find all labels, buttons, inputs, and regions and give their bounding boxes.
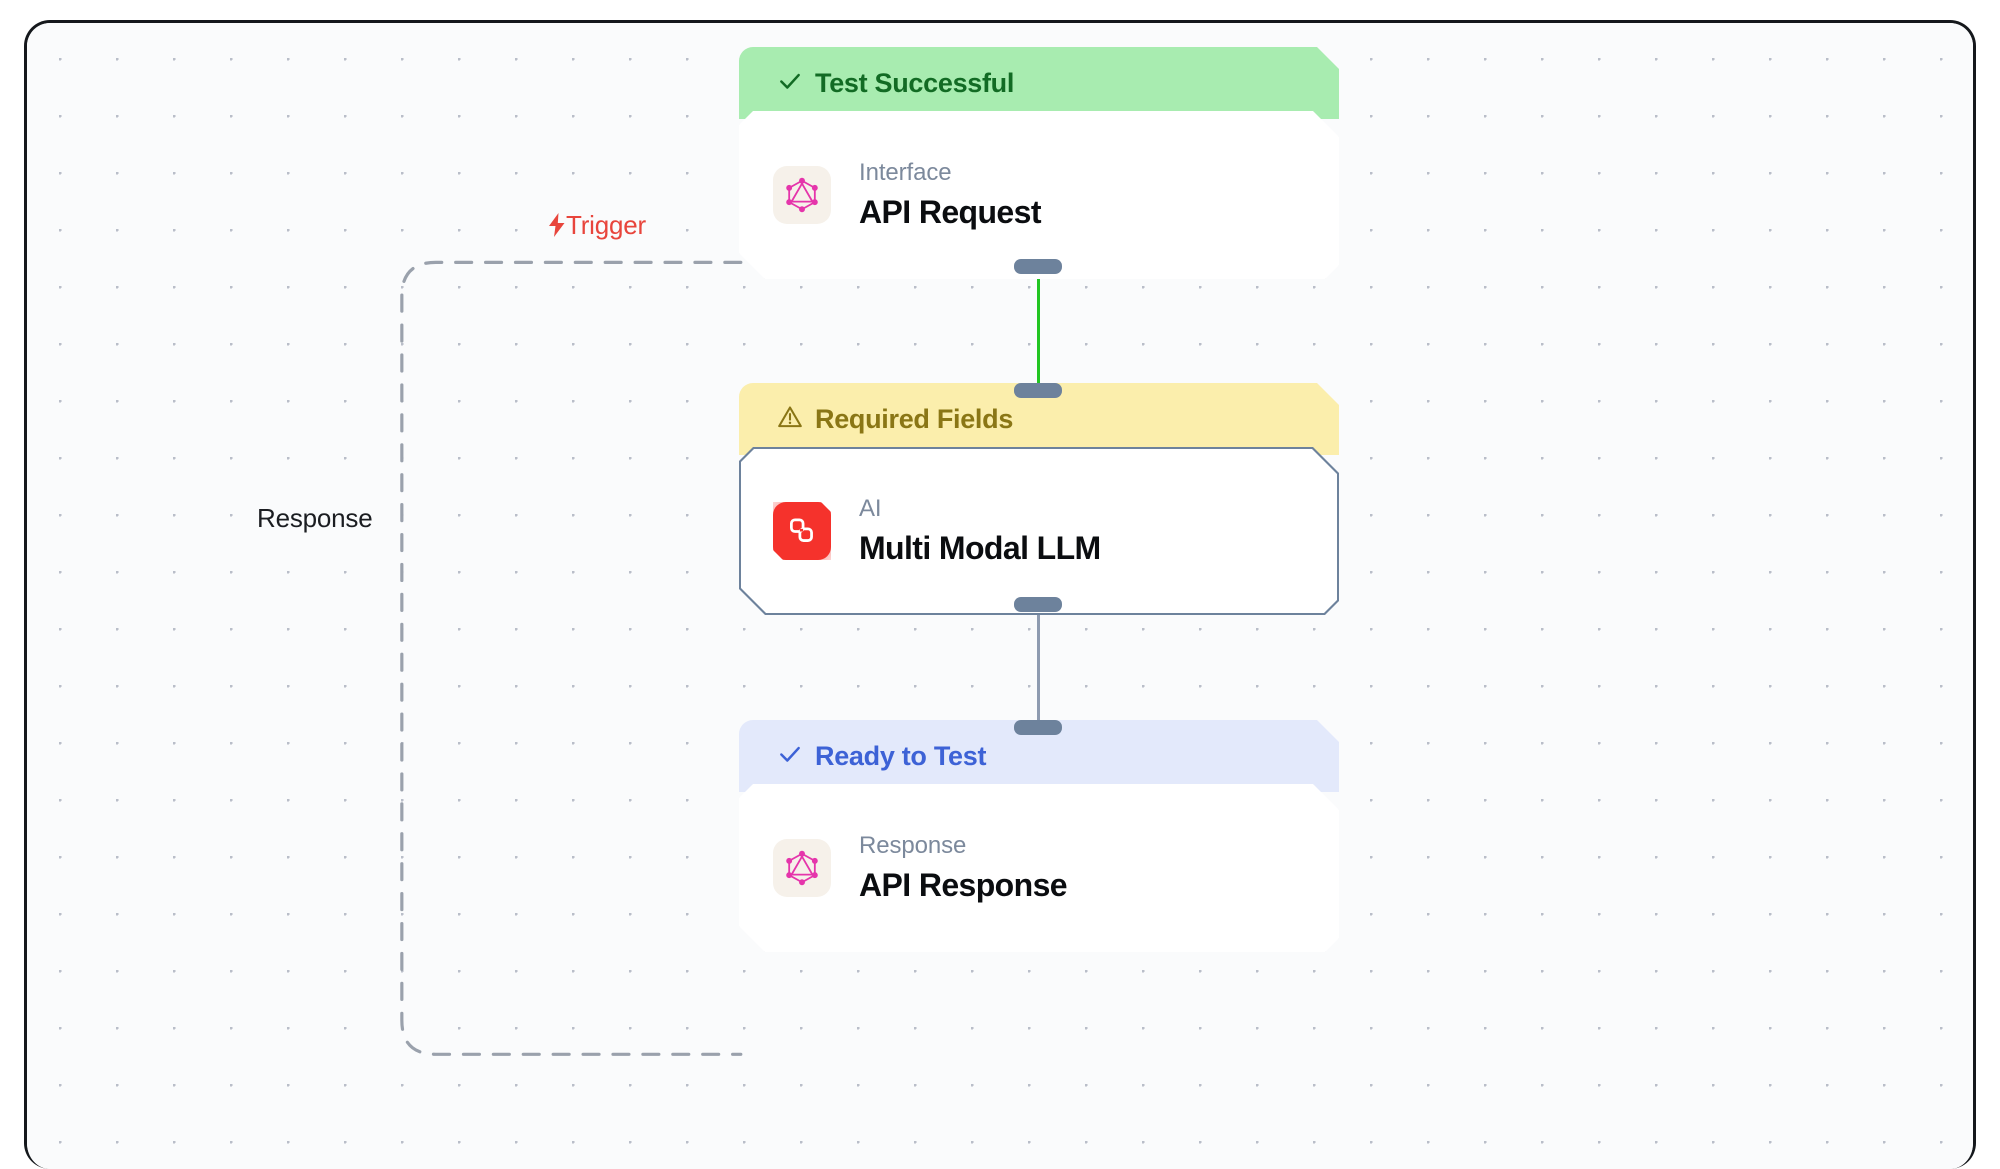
node-kicker: Response xyxy=(859,832,967,859)
edge-llm-to-api-response[interactable] xyxy=(1037,611,1040,749)
lightning-bolt-icon xyxy=(548,212,566,239)
status-label: Required Fields xyxy=(815,403,1014,434)
response-label-text: Response xyxy=(257,503,373,533)
check-icon xyxy=(777,741,803,771)
canvas-dot-grid[interactable]: Trigger Response Test Successful xyxy=(27,23,1973,1169)
node-title: Multi Modal LLM xyxy=(859,530,1101,566)
node-card-multi-modal-llm[interactable]: AI Multi Modal LLM xyxy=(739,447,1339,615)
status-label: Test Successful xyxy=(815,67,1015,98)
node-multi-modal-llm[interactable]: Required Fields xyxy=(739,383,1339,615)
node-card-api-response[interactable]: Response API Response xyxy=(739,784,1339,952)
handle-llm-top[interactable] xyxy=(1014,383,1062,398)
graphql-icon xyxy=(773,166,831,224)
node-api-response[interactable]: Ready to Test xyxy=(739,720,1339,952)
node-api-request[interactable]: Test Successful xyxy=(739,47,1339,279)
handle-api-response-top[interactable] xyxy=(1014,720,1062,735)
status-label: Ready to Test xyxy=(815,740,987,771)
node-title: API Response xyxy=(859,867,1067,903)
warning-triangle-icon xyxy=(777,404,803,434)
card-surface xyxy=(741,449,1337,613)
node-card-api-request[interactable]: Interface API Request xyxy=(739,111,1339,279)
trigger-label: Trigger xyxy=(542,208,652,243)
node-kicker: AI xyxy=(859,495,882,522)
ai-layers-icon xyxy=(773,502,831,560)
handle-api-request-bottom[interactable] xyxy=(1014,259,1062,274)
check-icon xyxy=(777,68,803,98)
graphql-icon xyxy=(773,839,831,897)
trigger-label-text: Trigger xyxy=(566,210,646,240)
edge-api-request-to-llm[interactable] xyxy=(1037,273,1040,413)
canvas-frame: Trigger Response Test Successful xyxy=(24,20,1976,1169)
status-badge-test-successful: Test Successful xyxy=(739,47,1339,119)
node-title: API Request xyxy=(859,194,1041,230)
response-label: Response xyxy=(247,500,383,537)
handle-llm-bottom[interactable] xyxy=(1014,597,1062,612)
node-kicker: Interface xyxy=(859,159,952,186)
